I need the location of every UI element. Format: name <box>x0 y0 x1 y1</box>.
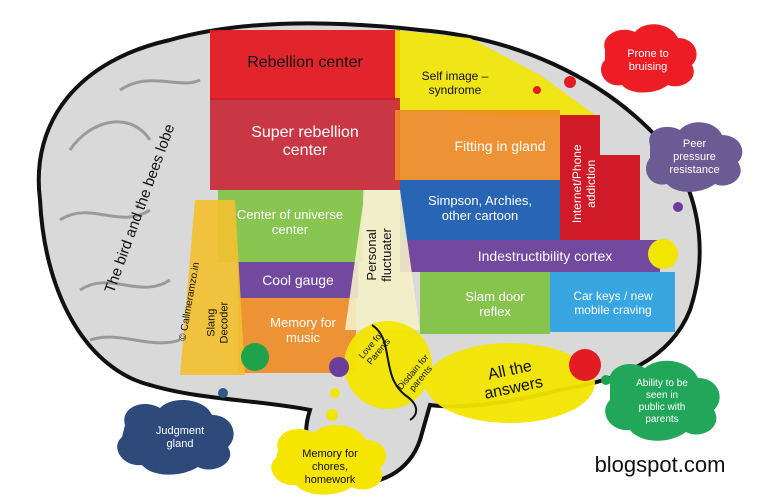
self-image-region <box>395 30 595 120</box>
personal-region <box>345 190 420 330</box>
cool-gauge-region <box>238 262 358 298</box>
purple-dot <box>329 357 349 377</box>
internet-label: Internet/Phone addiction <box>570 144 598 224</box>
simpson-region <box>400 180 560 240</box>
super-rebellion-label: Super rebellion center <box>251 124 359 160</box>
car-keys-region <box>550 272 675 332</box>
rebellion-label: Rebellion center <box>247 54 363 71</box>
car-keys-label: Car keys / new mobile craving <box>573 289 653 317</box>
center-universe-region <box>218 190 363 262</box>
all-answers-region <box>425 343 595 423</box>
red-dot <box>569 349 601 381</box>
cloud-prone <box>601 24 697 93</box>
green-dot <box>241 343 269 371</box>
cloud-chores <box>271 424 387 495</box>
ability-cloud-label: Ability to be seen in public with parent… <box>636 378 688 425</box>
watermark-label: blogspot.com <box>594 452 726 477</box>
cool-gauge-label: Cool gauge <box>262 272 334 288</box>
self-image-label: Self image – syndrome <box>421 69 489 97</box>
slang-region <box>180 200 245 375</box>
judgment-cloud-label: Judgment gland <box>155 425 205 451</box>
chores-cloud-label: Memory for chores, homework <box>302 448 358 487</box>
rebellion-center-region <box>210 30 400 100</box>
internet-region <box>560 115 640 240</box>
fitting-in-region <box>395 110 560 180</box>
super-rebellion-region <box>210 98 400 190</box>
slam-door-region <box>420 272 550 334</box>
prone-cloud-label: Prone to bruising <box>627 48 669 74</box>
center-universe-label: Center of universe center <box>236 207 344 237</box>
indestructibility-region <box>400 240 660 272</box>
cloud-ability <box>605 360 720 441</box>
fitting-in-label: Fitting in gland <box>454 138 546 154</box>
cloud-judgment <box>117 399 234 475</box>
yellow-dot <box>648 239 678 269</box>
simpson-label: Simpson, Archies, other cartoon <box>427 193 533 223</box>
love-disdain-circle <box>344 321 432 409</box>
memory-music-label: Memory for music <box>270 315 336 345</box>
peer-cloud-label: Peer pressure resistance <box>669 138 720 177</box>
cloud-peer <box>646 122 743 192</box>
indestructibility-label: Indestructibility cortex <box>477 248 613 264</box>
slam-door-label: Slam door reflex <box>465 289 525 319</box>
slang-label: Slang Decoder <box>205 301 230 344</box>
personal-label: Personal fluctuater <box>364 228 394 282</box>
